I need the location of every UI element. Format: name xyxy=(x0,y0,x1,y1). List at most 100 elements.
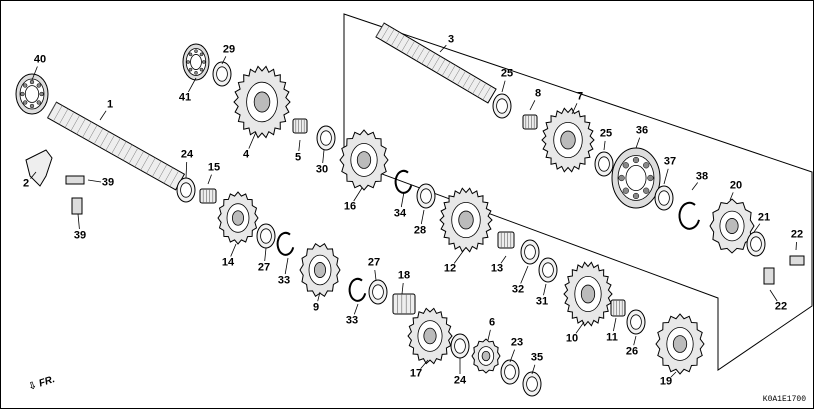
leader-12 xyxy=(453,249,465,264)
callout-20: 20 xyxy=(729,179,743,192)
gear-19 xyxy=(655,313,705,375)
washer-32 xyxy=(520,239,540,265)
callout-26: 26 xyxy=(625,345,639,358)
leader-34 xyxy=(400,191,405,208)
callout-24: 24 xyxy=(180,148,194,161)
callout-18: 18 xyxy=(397,269,411,282)
washer-29 xyxy=(212,61,232,87)
washer-35 xyxy=(522,371,542,397)
bearing-41 xyxy=(182,43,210,81)
callout-32: 32 xyxy=(511,283,525,296)
leader-20 xyxy=(729,192,734,201)
callout-30: 30 xyxy=(315,163,329,176)
bearing-36 xyxy=(611,147,661,209)
callout-15: 15 xyxy=(207,161,221,174)
callout-40: 40 xyxy=(33,53,47,66)
leader-39 xyxy=(77,213,80,230)
callout-39: 39 xyxy=(101,176,115,189)
leader-18 xyxy=(401,282,404,295)
gear-4 xyxy=(233,65,291,139)
leader-19 xyxy=(670,371,677,378)
callout-39: 39 xyxy=(73,229,87,242)
leader-26 xyxy=(633,335,637,346)
callout-19: 19 xyxy=(659,375,673,388)
mainshaft xyxy=(46,101,186,191)
needle-bearing-13 xyxy=(497,231,515,249)
leader-17 xyxy=(420,359,429,369)
callout-10: 10 xyxy=(565,332,579,345)
leader-6 xyxy=(487,329,491,341)
leader-22 xyxy=(769,289,778,302)
circlip-33b xyxy=(348,277,367,302)
washer-24b xyxy=(450,333,470,359)
leader-38 xyxy=(691,182,699,191)
callout-3: 3 xyxy=(447,33,455,46)
leader-39 xyxy=(87,179,102,183)
leader-8 xyxy=(529,100,536,111)
callout-38: 38 xyxy=(695,170,709,183)
callout-9: 9 xyxy=(312,301,320,314)
leader-15 xyxy=(207,174,212,185)
leader-7 xyxy=(571,103,578,115)
leader-40 xyxy=(31,66,38,81)
leader-10 xyxy=(575,321,585,334)
washer-31 xyxy=(538,257,558,283)
callout-27: 27 xyxy=(367,256,381,269)
leader-9 xyxy=(317,291,321,302)
callout-7: 7 xyxy=(576,90,584,103)
washer-25b xyxy=(594,151,614,177)
washer-25 xyxy=(492,93,512,119)
gear-14 xyxy=(217,191,259,245)
leader-16 xyxy=(353,187,363,202)
washer-28 xyxy=(416,183,436,209)
leader-28 xyxy=(420,209,425,225)
diagram-part-code: K0A1E1700 xyxy=(762,395,806,404)
callout-22: 22 xyxy=(774,300,788,313)
bushing-5 xyxy=(292,118,308,134)
leader-27 xyxy=(374,269,377,281)
callout-33: 33 xyxy=(277,274,291,287)
leader-32 xyxy=(520,265,529,284)
leader-13 xyxy=(500,255,507,264)
leader-36 xyxy=(635,137,641,149)
callout-12: 12 xyxy=(443,262,457,275)
leader-3 xyxy=(439,44,447,53)
callout-22: 22 xyxy=(790,228,804,241)
leader-1 xyxy=(99,110,107,121)
leader-33 xyxy=(284,257,289,275)
leader-24 xyxy=(185,161,188,179)
gear-9 xyxy=(299,242,341,298)
callout-37: 37 xyxy=(663,155,677,168)
callout-25: 25 xyxy=(500,67,514,80)
callout-13: 13 xyxy=(490,262,504,275)
washer-27b xyxy=(368,279,388,305)
bolt-39b xyxy=(71,197,83,215)
plate-21 xyxy=(746,231,766,257)
circlip-33 xyxy=(276,231,295,256)
callout-25: 25 xyxy=(599,127,613,140)
leader-33 xyxy=(353,303,359,315)
leader-21 xyxy=(753,223,761,233)
callout-1: 1 xyxy=(106,98,114,111)
needle-bearing-18 xyxy=(392,293,416,315)
leader-14 xyxy=(230,243,237,257)
bolt-22b xyxy=(763,267,775,285)
callout-2: 2 xyxy=(22,177,30,190)
callout-21: 21 xyxy=(757,211,771,224)
leader-35 xyxy=(531,364,536,375)
parts-layer xyxy=(15,22,805,397)
callout-23: 23 xyxy=(510,336,524,349)
bearing-40 xyxy=(15,73,49,115)
bushing-15 xyxy=(199,188,217,204)
washer-27 xyxy=(256,223,276,249)
gear-17 xyxy=(407,307,453,365)
bolt-22 xyxy=(789,255,805,266)
callout-11: 11 xyxy=(606,331,618,344)
bushing-8 xyxy=(522,114,538,130)
bushing-11 xyxy=(610,299,626,317)
leader-25 xyxy=(501,80,506,93)
drive-sprocket-20 xyxy=(709,198,755,254)
callout-36: 36 xyxy=(635,124,649,137)
